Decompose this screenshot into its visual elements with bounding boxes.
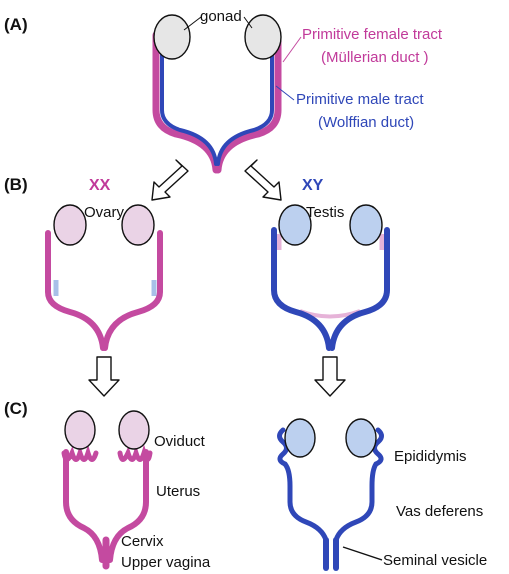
- ovary-adult-left: [65, 411, 95, 449]
- vas-deferens-label: Vas deferens: [396, 503, 483, 520]
- panel-label-c: (C): [4, 399, 28, 418]
- vas-deferens: [285, 464, 376, 568]
- arrow-to-male: [245, 160, 281, 200]
- male-tract-b: [274, 230, 387, 348]
- arrow-down-male: [315, 357, 345, 396]
- arrow-to-female: [152, 160, 188, 200]
- oviduct-coil-right: [120, 453, 150, 460]
- arrow-down-female: [89, 357, 119, 396]
- gonad-label: gonad: [200, 8, 242, 25]
- female-tract-b: [48, 233, 160, 348]
- xy-label: XY: [302, 177, 324, 194]
- upper-vagina-label: Upper vagina: [121, 554, 211, 571]
- ovary-right: [122, 205, 154, 245]
- seminal-vesicle-pointer: [343, 547, 382, 560]
- panel-label-b: (B): [4, 175, 28, 194]
- gonad-right: [245, 15, 281, 59]
- male-tract-label: Primitive male tract: [296, 91, 424, 108]
- cervix-label: Cervix: [121, 533, 164, 550]
- xx-label: XX: [89, 177, 111, 194]
- testis-adult-left: [285, 419, 315, 457]
- ovary-left: [54, 205, 86, 245]
- testis-label: Testis: [306, 204, 344, 221]
- panel-label-a: (A): [4, 15, 28, 34]
- ovary-adult-right: [119, 411, 149, 449]
- ovary-label: Ovary: [84, 204, 125, 221]
- female-duct-b: [48, 233, 160, 348]
- wolffian-duct-label: (Wolffian duct): [318, 114, 414, 131]
- mullerian-duct-label: (Müllerian duct ): [321, 49, 429, 66]
- epididymis-label: Epididymis: [394, 448, 467, 465]
- gonad-left: [154, 15, 190, 59]
- seminal-vesicle-label: Seminal vesicle: [383, 552, 487, 569]
- oviduct-coil-left: [64, 453, 96, 460]
- testis-right: [350, 205, 382, 245]
- male-duct-b: [274, 230, 387, 348]
- uterus-label: Uterus: [156, 483, 200, 500]
- female-tract-pointer: [283, 37, 301, 62]
- oviduct-label: Oviduct: [154, 433, 206, 450]
- testis-adult-right: [346, 419, 376, 457]
- female-tract-label: Primitive female tract: [302, 26, 443, 43]
